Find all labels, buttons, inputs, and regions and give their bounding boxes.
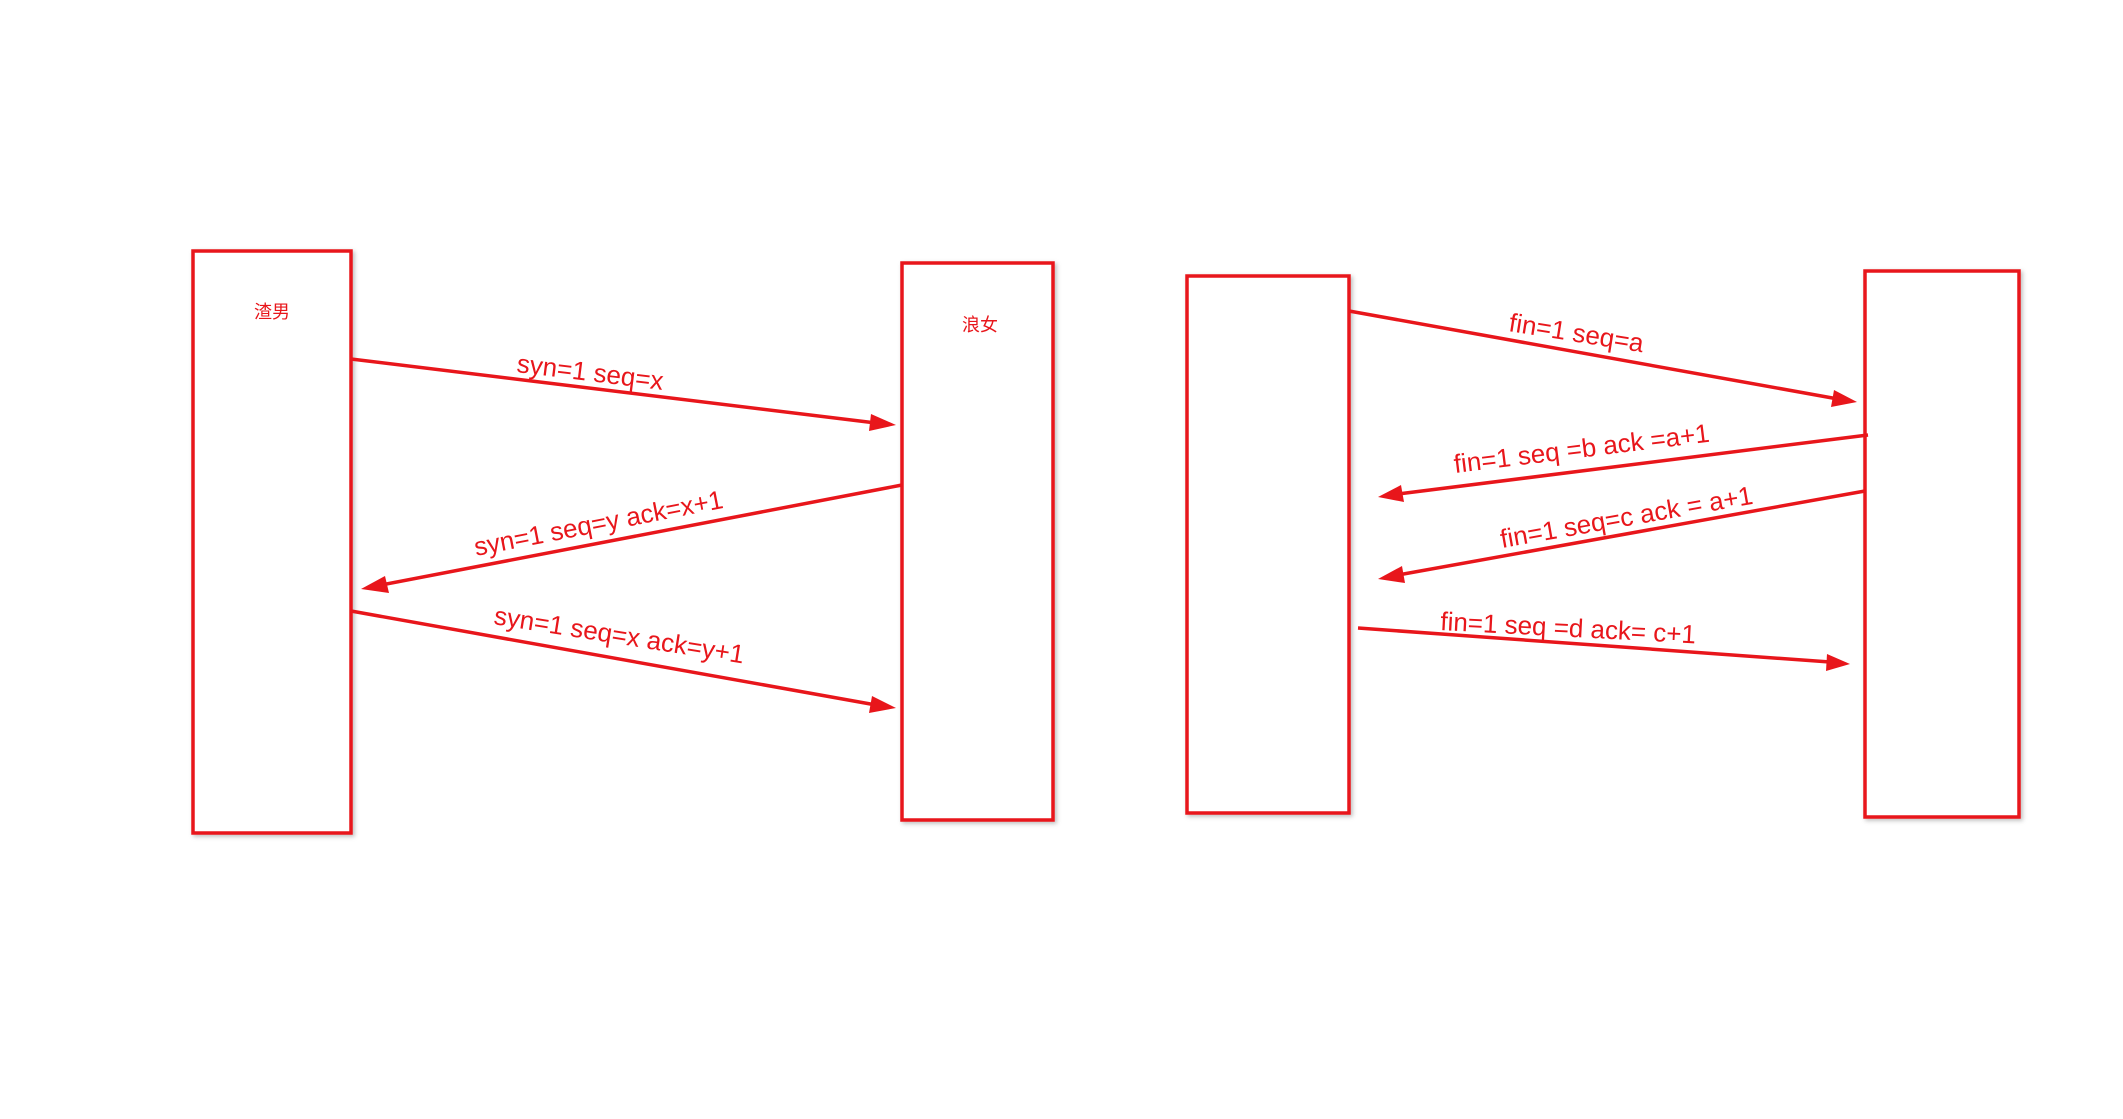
arrow-head-icon bbox=[869, 414, 896, 431]
teardown-arrow-2: fin=1 seq =b ack =a+1 bbox=[1378, 418, 1869, 502]
teardown-diagram: fin=1 seq=a fin=1 seq =b ack =a+1 fin=1 … bbox=[1185, 269, 2021, 819]
handshake-diagram: 渣男 浪女 syn=1 seq=x syn=1 seq=y ack=x+1 sy… bbox=[191, 249, 1055, 835]
right-party-label: 浪女 bbox=[962, 315, 998, 336]
arrow-head-icon bbox=[1378, 566, 1405, 583]
handshake-arrow-2: syn=1 seq=y ack=x+1 bbox=[361, 483, 903, 593]
teardown-left-box bbox=[1185, 274, 1351, 815]
teardown-arrow-1: fin=1 seq=a bbox=[1348, 307, 1857, 407]
arrow-head-icon bbox=[1826, 654, 1850, 671]
arrow-head-icon bbox=[1831, 390, 1857, 407]
arrow-head-icon bbox=[361, 576, 389, 593]
right-party-box bbox=[900, 261, 1055, 822]
teardown-right-box bbox=[1863, 269, 2021, 819]
handshake-msg-2: syn=1 seq=y ack=x+1 bbox=[471, 484, 725, 562]
handshake-arrow-1: syn=1 seq=x bbox=[350, 348, 896, 431]
teardown-arrow-4: fin=1 seq =d ack= c+1 bbox=[1357, 606, 1850, 671]
teardown-arrow-3: fin=1 seq=c ack = a+1 bbox=[1378, 480, 1866, 583]
arrow-head-icon bbox=[1378, 485, 1404, 502]
left-party-box bbox=[191, 249, 353, 835]
arrow-head-icon bbox=[869, 696, 896, 713]
handshake-arrow-3: syn=1 seq=x ack=y+1 bbox=[350, 600, 896, 713]
left-party-label: 渣男 bbox=[254, 302, 290, 323]
